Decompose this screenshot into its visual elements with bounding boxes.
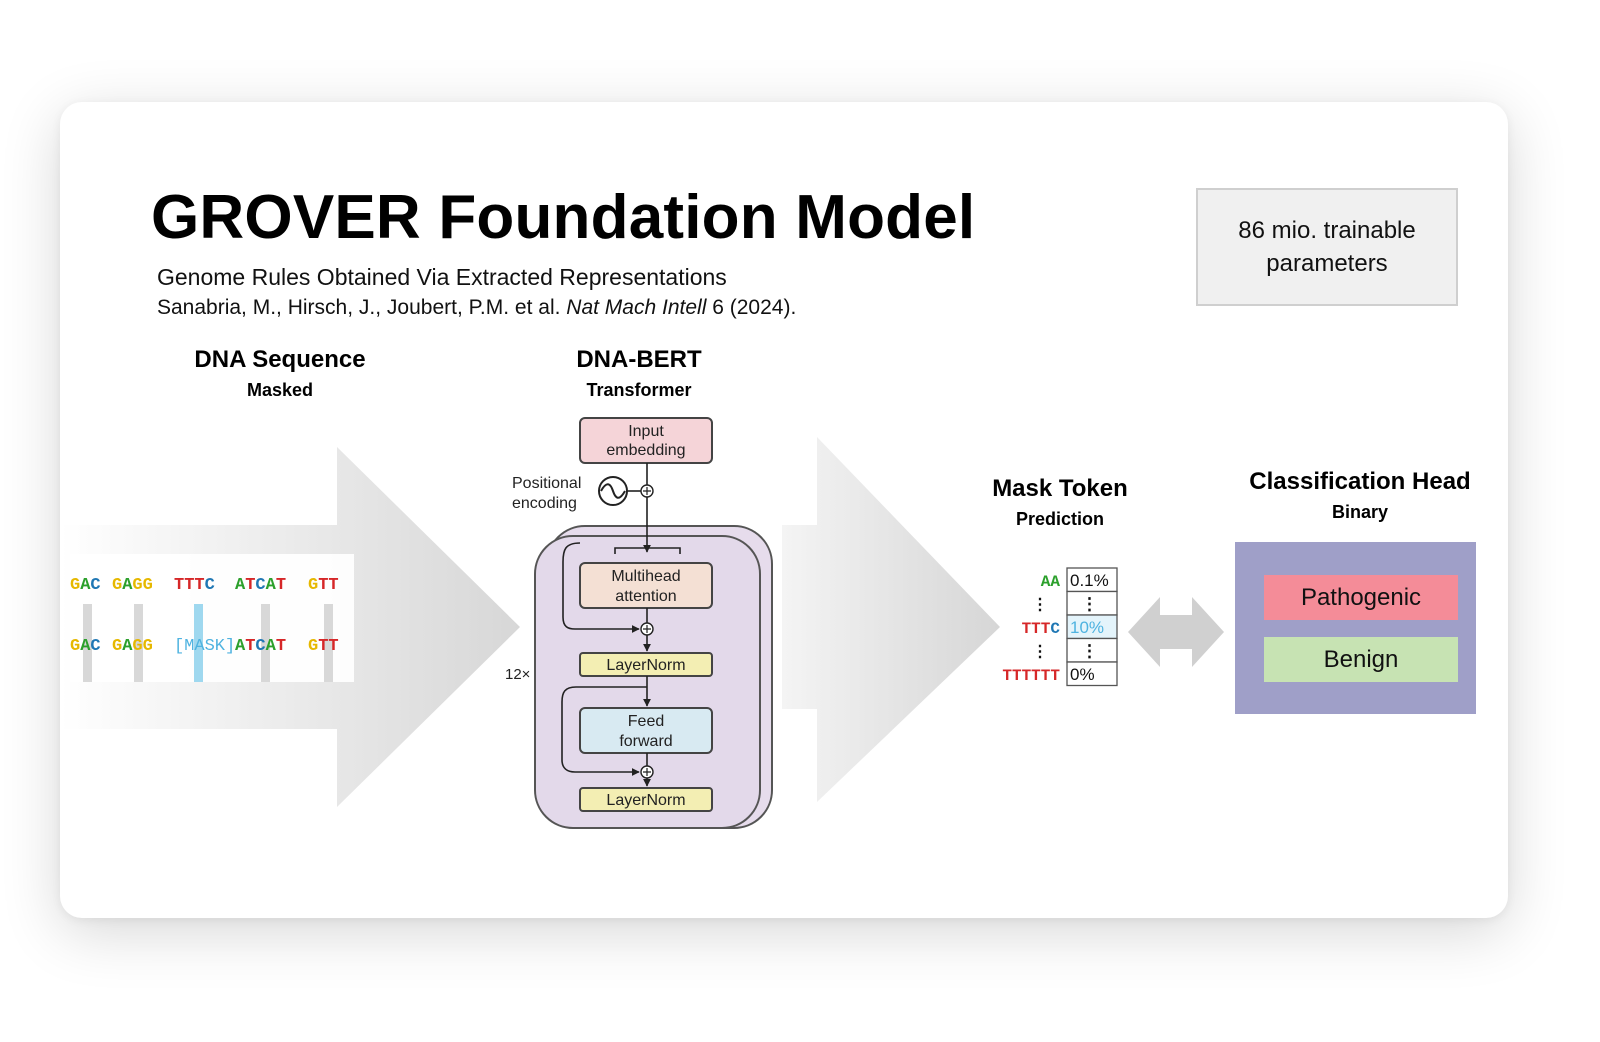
attention-label-1: Multihead	[611, 568, 680, 585]
positional-label-1: Positional	[512, 475, 581, 492]
big-arrow-2	[782, 437, 1000, 802]
seq-masked-token-3: [MASK]	[174, 637, 235, 656]
plus-node-3-cross	[643, 768, 651, 776]
dna-sequence-title: DNA Sequence	[194, 346, 366, 373]
input-embedding-label-1: Input	[628, 423, 664, 440]
positional-wave-path	[600, 483, 626, 499]
pred-token-4: ⋮	[1032, 644, 1048, 662]
layernorm-1-box	[579, 652, 713, 677]
classification-head-title: Classification Head	[1249, 468, 1471, 495]
ff-label-1: Feed	[628, 713, 664, 730]
classification-head-sub: Binary	[1331, 502, 1389, 522]
residual-2	[561, 686, 647, 776]
citation: Sanabria, M., Hirsch, J., Joubert, P.M. …	[157, 296, 796, 320]
mask-highlight	[194, 604, 203, 682]
multihead-attention-box	[579, 562, 713, 609]
citation-year: (2024).	[729, 296, 797, 319]
sequence-panel	[70, 554, 354, 682]
repeat-label: 12×	[505, 666, 530, 683]
sequence-row-masked: GAC GAGG [MASK]ATCAT GTT	[70, 637, 339, 656]
benign-class: Benign	[1264, 637, 1458, 682]
classification-head-header: Classification Head Binary	[1230, 468, 1490, 523]
prob-value-5: 0%	[1070, 665, 1095, 684]
prob-value-2: ⋮	[1081, 595, 1098, 614]
residual-1	[562, 542, 640, 633]
double-arrow	[1128, 597, 1224, 667]
input-embedding-box	[579, 417, 713, 464]
attention-label-2: attention	[615, 588, 676, 605]
prediction-table: 0.1% AA ⋮ ⋮ 10% TTTC ⋮ ⋮ 0% TTTTTT	[1002, 567, 1118, 687]
params-box: 86 mio. trainable parameters	[1196, 188, 1458, 306]
mask-token-sub: Prediction	[1015, 509, 1104, 529]
pred-token-3: TTTC	[1022, 620, 1061, 638]
pathogenic-class: Pathogenic	[1264, 575, 1458, 620]
pathogenic-label: Pathogenic	[1300, 583, 1422, 611]
pred-token-1: AA	[1041, 573, 1061, 591]
separator-2	[134, 604, 143, 682]
dna-sequence-header: DNA Sequence Masked	[180, 346, 380, 401]
benign-label: Benign	[1323, 645, 1399, 673]
mask-token-header: Mask Token Prediction	[960, 475, 1160, 530]
dna-sequence-sub: Masked	[246, 380, 314, 400]
positional-label-2: encoding	[512, 495, 577, 512]
prob-value-1: 0.1%	[1070, 571, 1109, 590]
seq-masked-token-1: GAC	[70, 637, 101, 656]
layernorm-2-label: LayerNorm	[606, 792, 685, 809]
citation-volume: 6	[712, 296, 724, 319]
ff-label-2: forward	[619, 733, 672, 750]
seq-original-token-5: GTT	[308, 576, 339, 595]
sequence-row-original: GAC GAGG TTTC ATCAT GTT	[70, 576, 339, 595]
separator-5	[324, 604, 333, 682]
slide-card: GROVER Foundation Model Genome Rules Obt…	[60, 102, 1508, 918]
feed-forward-box	[579, 707, 713, 754]
seq-original-token-1: GAC	[70, 576, 101, 595]
pred-token-5: TTTTTT	[1002, 667, 1060, 685]
seq-masked-token-5: GTT	[308, 637, 339, 656]
separator-4	[261, 604, 270, 682]
layernorm-1-label: LayerNorm	[606, 657, 685, 674]
input-embedding-label-2: embedding	[606, 442, 685, 459]
plus-node-2-cross	[643, 625, 651, 633]
layernorm-2-box	[579, 787, 713, 812]
pred-token-2: ⋮	[1032, 597, 1048, 615]
dna-bert-sub: Transformer	[586, 380, 692, 400]
prob-value-3: 10%	[1070, 618, 1104, 637]
slide-subtitle: Genome Rules Obtained Via Extracted Repr…	[157, 264, 727, 290]
citation-authors: Sanabria, M., Hirsch, J., Joubert, P.M. …	[157, 296, 561, 319]
dna-bert-header: DNA-BERT Transformer	[539, 346, 739, 401]
prob-cell-5	[1066, 661, 1118, 687]
citation-journal: Nat Mach Intell	[566, 296, 707, 319]
plus-node-1-cross	[643, 487, 651, 495]
seq-masked-token-4: ATCAT	[235, 637, 286, 656]
prob-value-4: ⋮	[1081, 642, 1098, 661]
params-text: 86 mio. trainable parameters	[1238, 217, 1416, 277]
seq-original-token-4: ATCAT	[235, 576, 286, 595]
transformer-block: Input embedding Positional encoding Mult…	[505, 417, 773, 829]
dna-bert-title: DNA-BERT	[576, 346, 702, 373]
separator-1	[83, 604, 92, 682]
slide-title: GROVER Foundation Model	[151, 183, 976, 252]
seq-original-token-3: TTTC	[174, 576, 215, 595]
seq-masked-token-2: GAGG	[112, 637, 153, 656]
seq-original-token-2: GAGG	[112, 576, 153, 595]
flow-attn-split	[614, 547, 681, 554]
classification-head-panel	[1235, 542, 1476, 714]
sequence-separators	[83, 604, 333, 682]
mask-token-title: Mask Token	[992, 475, 1128, 502]
